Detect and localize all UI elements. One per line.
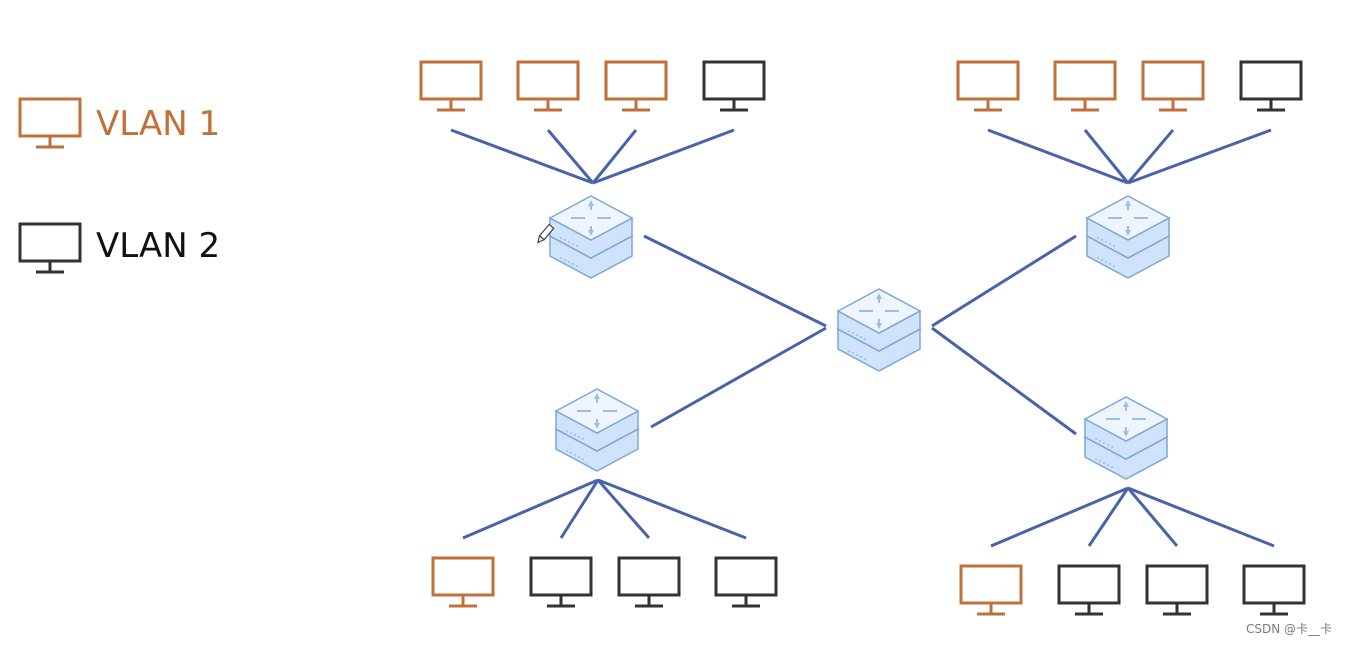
network-links — [450, 128, 1275, 548]
switch-bottom-left-icon — [554, 388, 640, 472]
link-bottom-right-core — [931, 326, 1077, 436]
access-link — [1127, 128, 1272, 185]
vlan1-monitor-shape — [18, 97, 82, 149]
access-link — [591, 129, 638, 184]
legend: VLAN 1 VLAN 2 — [18, 97, 220, 274]
host-group-bottom-right — [959, 564, 1306, 616]
switches-layer — [548, 195, 1171, 480]
vlan1-host-monitor-icon — [431, 556, 495, 608]
switch-core-icon — [836, 288, 922, 372]
vlan2-host-monitor-icon — [1145, 564, 1209, 616]
access-link — [1126, 129, 1175, 184]
host-group-top-left — [419, 60, 766, 112]
pen-cursor-icon — [537, 223, 555, 244]
link-top-right-core — [931, 234, 1077, 328]
host-group-bottom-left — [431, 556, 778, 608]
access-link — [1126, 487, 1179, 547]
vlan1-host-monitor-icon — [419, 60, 483, 112]
link-top-left-core — [643, 234, 827, 328]
access-link — [1087, 487, 1130, 547]
vlan2-legend-monitor-icon — [18, 222, 82, 274]
vlan1-host-monitor-icon — [516, 60, 580, 112]
access-link — [592, 128, 735, 185]
vlan2-monitor-shape — [18, 222, 82, 274]
link-bottom-left-core — [650, 326, 827, 429]
access-link — [462, 478, 599, 540]
access-link — [546, 129, 595, 184]
vlan1-legend-label: VLAN 1 — [96, 104, 220, 144]
vlan1-host-monitor-icon — [1053, 60, 1117, 112]
switch-top-left-icon — [548, 195, 634, 279]
vlan2-host-monitor-icon — [702, 60, 766, 112]
vlan2-legend-label: VLAN 2 — [96, 226, 220, 266]
vlan2-host-monitor-icon — [529, 556, 593, 608]
vlan2-host-monitor-icon — [617, 556, 681, 608]
access-link — [990, 486, 1129, 548]
vlan2-host-monitor-icon — [1242, 564, 1306, 616]
access-link — [1083, 129, 1130, 184]
access-link — [1127, 486, 1275, 548]
vlan2-host-monitor-icon — [1239, 60, 1303, 112]
hosts-layer — [419, 60, 1306, 616]
access-link — [450, 128, 594, 185]
vlan1-host-monitor-icon — [1141, 60, 1205, 112]
vlan2-host-monitor-icon — [714, 556, 778, 608]
watermark: CSDN @卡__卡 — [1246, 622, 1332, 636]
access-link — [987, 128, 1129, 185]
vlan1-host-monitor-icon — [604, 60, 668, 112]
switch-top-right-icon — [1085, 195, 1171, 279]
vlan1-host-monitor-icon — [956, 60, 1020, 112]
access-link — [559, 479, 600, 539]
vlan1-legend-monitor-icon — [18, 97, 82, 149]
access-link — [597, 478, 747, 540]
switch-bottom-right-icon — [1083, 396, 1169, 480]
vlan1-host-monitor-icon — [959, 564, 1023, 616]
vlan2-host-monitor-icon — [1057, 564, 1121, 616]
host-group-top-right — [956, 60, 1303, 112]
access-link — [596, 479, 651, 539]
